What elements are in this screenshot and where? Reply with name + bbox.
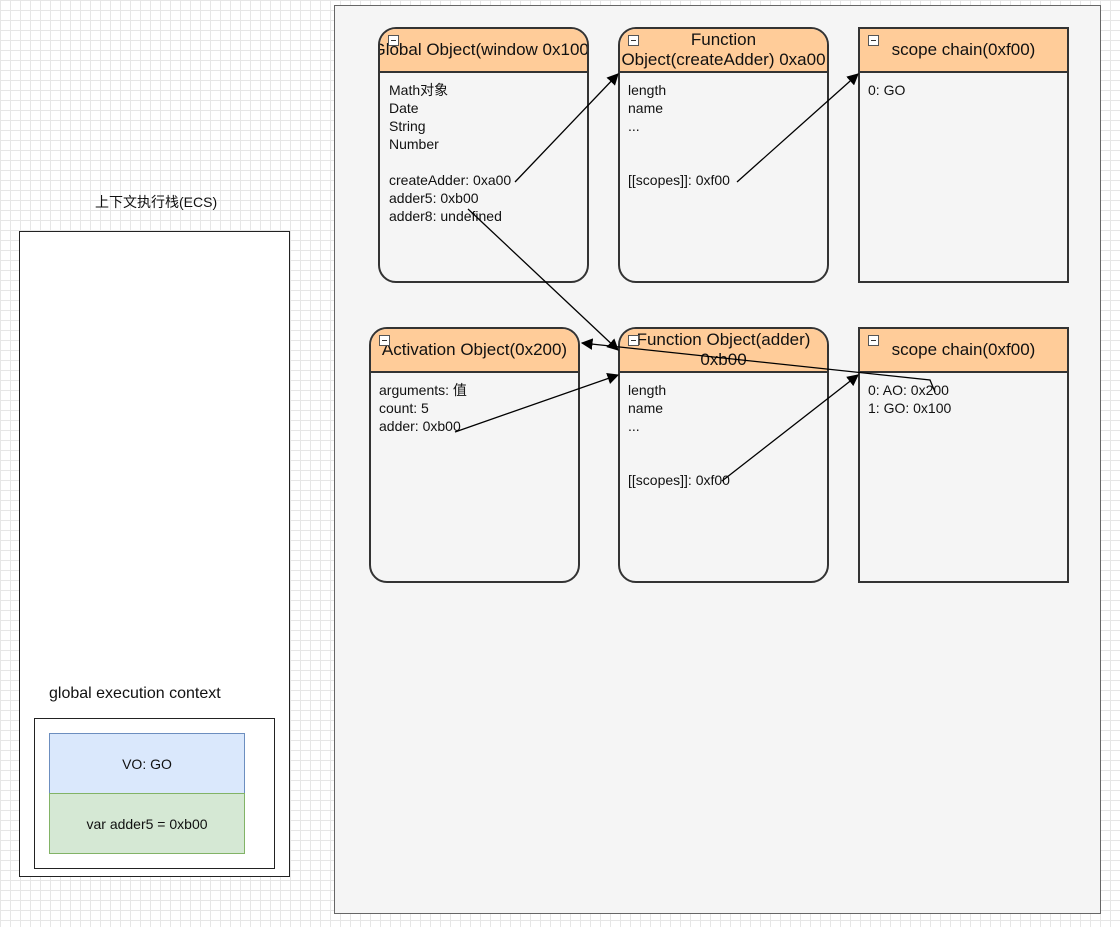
gec-label: global execution context	[49, 685, 221, 702]
go-line: Date	[389, 100, 419, 116]
var-text: var adder5 = 0xb00	[86, 815, 208, 832]
function-object-create-adder-box[interactable]: Function Object(createAdder) 0xa00 lengt…	[618, 27, 829, 283]
go-line: String	[389, 118, 426, 134]
vo-text: VO: GO	[122, 755, 172, 772]
fo-adder-line: [[scopes]]: 0xf00	[628, 472, 730, 488]
ao-line: count: 5	[379, 400, 429, 416]
activation-object-title: Activation Object(0x200)	[381, 340, 568, 359]
collapse-icon[interactable]	[628, 35, 639, 46]
scope-chain-1-title: scope chain(0xf00)	[891, 40, 1036, 59]
global-object-title: Global Object(window 0x100)	[378, 40, 589, 59]
collapse-icon[interactable]	[379, 335, 390, 346]
ao-line: arguments: 值	[379, 382, 467, 398]
arrow-ao-entry-to-activation-object	[580, 338, 936, 393]
arrow-adder-to-function-object-adder	[454, 372, 620, 433]
arrow-scopes-to-scope-chain-1	[736, 73, 859, 183]
sc2-line: 0: AO: 0x200	[868, 382, 949, 398]
ao-line: adder: 0xb00	[379, 418, 461, 434]
go-line: Math对象	[389, 82, 449, 98]
var-box[interactable]: var adder5 = 0xb00	[49, 793, 245, 854]
function-object-adder-box[interactable]: Function Object(adder) 0xb00 length name…	[618, 327, 829, 583]
go-line: createAdder: 0xa00	[389, 172, 512, 188]
global-object-box[interactable]: Global Object(window 0x100) Math对象 Date …	[378, 27, 589, 283]
fo-adder-line: ...	[628, 418, 640, 434]
function-object-adder-title: Function Object(adder) 0xb00	[636, 330, 811, 369]
sc2-line: 1: GO: 0x100	[868, 400, 952, 416]
go-line: Number	[389, 136, 439, 152]
fo-create-line: [[scopes]]: 0xf00	[628, 172, 730, 188]
scope-chain-1-box[interactable]: scope chain(0xf00) 0: GO	[858, 27, 1069, 283]
collapse-icon[interactable]	[868, 35, 879, 46]
scope-chain-2-title: scope chain(0xf00)	[891, 340, 1036, 359]
go-line: adder5: 0xb00	[389, 190, 479, 206]
fo-adder-line: name	[628, 400, 664, 416]
fo-adder-line: length	[628, 382, 667, 398]
go-line: adder8: undefined	[389, 208, 502, 224]
fo-create-line: ...	[628, 118, 640, 134]
arrow-scopes-to-scope-chain-2	[721, 374, 859, 482]
arrow-create-adder-to-function-object	[514, 73, 619, 183]
fo-create-line: length	[628, 82, 667, 98]
fo-create-line: name	[628, 100, 664, 116]
scope-chain-2-box[interactable]: scope chain(0xf00) 0: AO: 0x200 1: GO: 0…	[858, 327, 1069, 583]
arrow-adder5-to-function-object-adder	[467, 208, 619, 351]
collapse-icon[interactable]	[628, 335, 639, 346]
collapse-icon[interactable]	[388, 35, 399, 46]
activation-object-box[interactable]: Activation Object(0x200) arguments: 值 co…	[369, 327, 580, 583]
ecs-title: 上下文执行栈(ECS)	[95, 194, 218, 210]
sc1-line: 0: GO	[868, 82, 906, 98]
function-object-create-adder-title: Function Object(createAdder) 0xa00	[621, 30, 826, 69]
collapse-icon[interactable]	[868, 335, 879, 346]
